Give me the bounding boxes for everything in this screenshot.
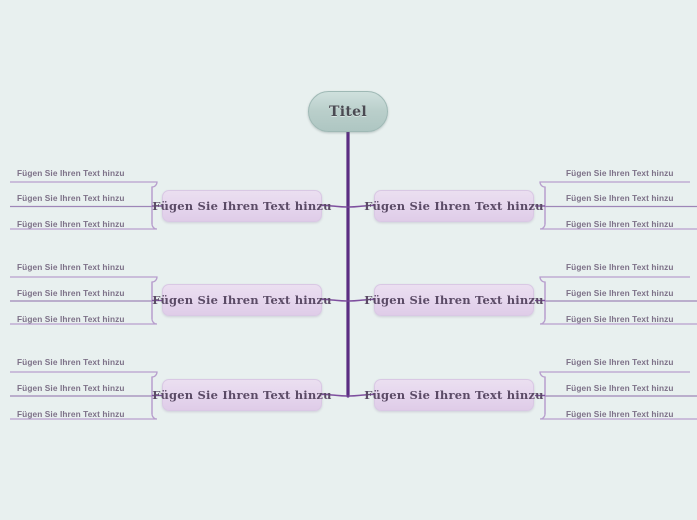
branch-node-left-middle-label: Fügen Sie Ihren Text hinzu <box>152 293 332 307</box>
leaf-left-top-0[interactable]: Fügen Sie Ihren Text hinzu <box>17 168 125 178</box>
branch-node-right-top-label: Fügen Sie Ihren Text hinzu <box>364 199 544 213</box>
root-node-label: Titel <box>329 103 367 120</box>
branch-node-right-bottom[interactable]: Fügen Sie Ihren Text hinzu <box>364 379 544 411</box>
branch-node-right-top[interactable]: Fügen Sie Ihren Text hinzu <box>364 190 544 222</box>
leaf-right-middle-1[interactable]: Fügen Sie Ihren Text hinzu <box>566 288 674 298</box>
leaf-left-middle-0[interactable]: Fügen Sie Ihren Text hinzu <box>17 262 125 272</box>
leaf-left-bottom-0[interactable]: Fügen Sie Ihren Text hinzu <box>17 357 125 367</box>
leaf-left-bottom-2[interactable]: Fügen Sie Ihren Text hinzu <box>17 409 125 419</box>
branch-node-right-middle[interactable]: Fügen Sie Ihren Text hinzu <box>364 284 544 316</box>
branch-node-left-bottom[interactable]: Fügen Sie Ihren Text hinzu <box>152 379 332 411</box>
leaf-right-middle-2[interactable]: Fügen Sie Ihren Text hinzu <box>566 314 674 324</box>
leaf-left-top-1[interactable]: Fügen Sie Ihren Text hinzu <box>17 193 125 203</box>
leaf-right-middle-0[interactable]: Fügen Sie Ihren Text hinzu <box>566 262 674 272</box>
branch-node-left-top-label: Fügen Sie Ihren Text hinzu <box>152 199 332 213</box>
root-node[interactable]: Titel <box>308 91 388 132</box>
branch-node-left-bottom-label: Fügen Sie Ihren Text hinzu <box>152 388 332 402</box>
leaf-right-top-1[interactable]: Fügen Sie Ihren Text hinzu <box>566 193 674 203</box>
leaf-right-bottom-2[interactable]: Fügen Sie Ihren Text hinzu <box>566 409 674 419</box>
branch-node-right-bottom-label: Fügen Sie Ihren Text hinzu <box>364 388 544 402</box>
leaf-right-top-2[interactable]: Fügen Sie Ihren Text hinzu <box>566 219 674 229</box>
leaf-left-middle-2[interactable]: Fügen Sie Ihren Text hinzu <box>17 314 125 324</box>
leaf-left-middle-1[interactable]: Fügen Sie Ihren Text hinzu <box>17 288 125 298</box>
leaf-left-bottom-1[interactable]: Fügen Sie Ihren Text hinzu <box>17 383 125 393</box>
leaf-right-bottom-1[interactable]: Fügen Sie Ihren Text hinzu <box>566 383 674 393</box>
leaf-right-top-0[interactable]: Fügen Sie Ihren Text hinzu <box>566 168 674 178</box>
leaf-left-top-2[interactable]: Fügen Sie Ihren Text hinzu <box>17 219 125 229</box>
branch-node-left-top[interactable]: Fügen Sie Ihren Text hinzu <box>152 190 332 222</box>
leaf-right-bottom-0[interactable]: Fügen Sie Ihren Text hinzu <box>566 357 674 367</box>
branch-node-left-middle[interactable]: Fügen Sie Ihren Text hinzu <box>152 284 332 316</box>
branch-node-right-middle-label: Fügen Sie Ihren Text hinzu <box>364 293 544 307</box>
